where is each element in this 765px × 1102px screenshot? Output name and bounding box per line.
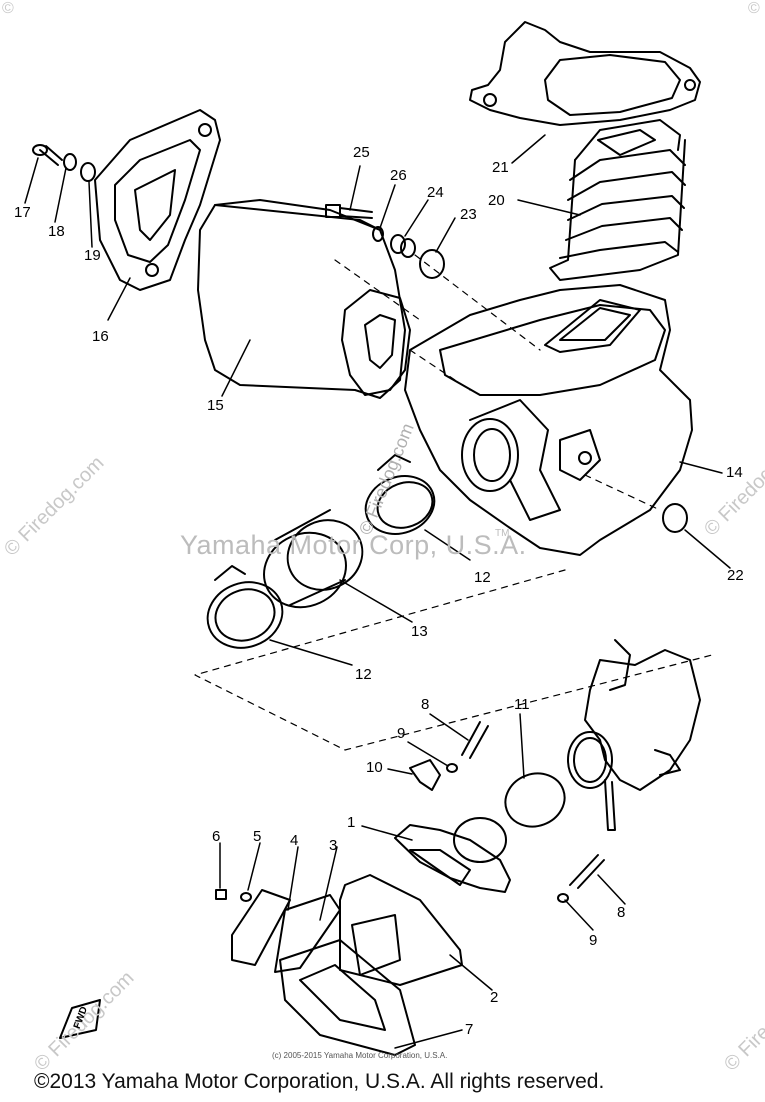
grommet-22-part — [662, 503, 688, 533]
washer-9-lower-part — [557, 893, 569, 903]
corner-watermark-tl: © — [2, 0, 14, 17]
label-4: 4 — [290, 832, 299, 849]
label-24: 24 — [427, 184, 444, 201]
reed-petal-part — [231, 889, 291, 966]
manifold-part — [394, 817, 511, 893]
carb-clamp-part — [504, 772, 566, 828]
gasket-part — [279, 939, 416, 1056]
label-17: 17 — [14, 204, 31, 221]
label-23: 23 — [460, 206, 477, 223]
label-11: 11 — [514, 696, 530, 713]
intake-bellows-part — [549, 119, 686, 281]
bolt-17-part — [32, 144, 63, 166]
collar-24-part — [390, 234, 416, 258]
washer-5-part — [240, 892, 252, 902]
holder-10-part — [409, 759, 441, 791]
guide-lines — [194, 254, 713, 751]
corner-watermark-tr: © — [748, 0, 760, 17]
label-25: 25 — [353, 144, 370, 161]
label-26: 26 — [390, 167, 407, 184]
label-20: 20 — [488, 192, 505, 209]
washer-19-part — [80, 162, 96, 182]
bolt-8-upper-part — [461, 721, 489, 759]
washer-18-part — [63, 153, 77, 171]
label-12-upper: 12 — [474, 569, 491, 586]
label-13: 13 — [411, 623, 428, 640]
grommet-23-part — [419, 249, 445, 279]
label-12-lower: 12 — [355, 666, 372, 683]
label-14: 14 — [726, 464, 743, 481]
stopper-plate-part — [274, 894, 341, 973]
label-7: 7 — [465, 1021, 474, 1038]
label-9-upper: 9 — [397, 725, 406, 742]
label-8-lower: 8 — [617, 904, 626, 921]
label-3: 3 — [329, 837, 338, 854]
air-box-part — [404, 284, 693, 556]
duct-cover-part — [469, 21, 701, 126]
label-15: 15 — [207, 397, 224, 414]
fwd-arrow-icon — [59, 999, 101, 1039]
label-1: 1 — [347, 814, 356, 831]
label-6: 6 — [212, 828, 221, 845]
bolt-8-lower-part — [569, 854, 605, 889]
clamp-lower-part — [206, 565, 284, 649]
label-9-lower: 9 — [589, 932, 598, 949]
label-5: 5 — [253, 828, 262, 845]
label-8-upper: 8 — [421, 696, 430, 713]
trademark-mark: TM — [495, 528, 510, 539]
leader-lines — [24, 134, 731, 1049]
washer-9-upper-part — [446, 763, 458, 773]
bolt-25-part — [325, 204, 373, 219]
clamp-upper-part — [364, 454, 436, 535]
label-16: 16 — [92, 328, 109, 345]
reed-valve-part — [339, 874, 463, 986]
label-19: 19 — [84, 247, 101, 264]
label-21: 21 — [492, 159, 509, 176]
washer-26-part — [372, 226, 384, 242]
label-22: 22 — [727, 567, 744, 584]
carburetor-part — [567, 639, 701, 831]
label-18: 18 — [48, 223, 65, 240]
label-2: 2 — [490, 989, 499, 1006]
screw-6-part — [215, 889, 227, 900]
footer-copyright: ©2013 Yamaha Motor Corporation, U.S.A. A… — [34, 1070, 605, 1093]
center-watermark: Yamaha Motor Corp, U.S.A. — [180, 530, 527, 560]
intake-joint-part — [263, 509, 364, 609]
small-copyright: (c) 2005-2015 Yamaha Motor Corporation, … — [272, 1051, 448, 1060]
air-filter-part — [197, 199, 411, 399]
label-10: 10 — [366, 759, 383, 776]
filter-frame-part — [94, 109, 221, 291]
